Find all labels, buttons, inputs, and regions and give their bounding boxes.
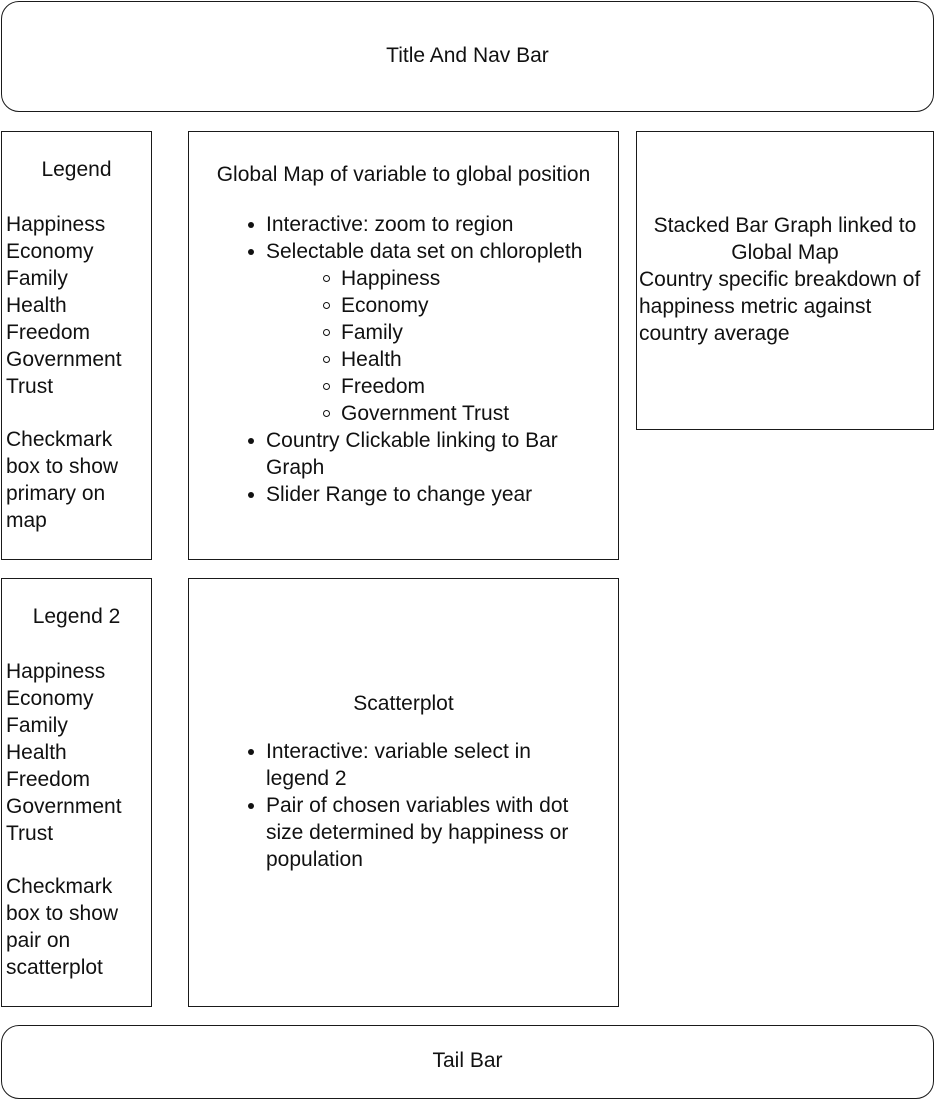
global-map-title: Global Map of variable to global positio… xyxy=(216,163,591,186)
title-nav-bar: Title And Nav Bar xyxy=(1,1,934,112)
global-map-panel: Global Map of variable to global positio… xyxy=(188,131,619,560)
legend-panel: Legend Happiness Economy Family Health F… xyxy=(1,131,152,560)
tail-bar: Tail Bar xyxy=(1,1025,934,1099)
legend-2-panel: Legend 2 Happiness Economy Family Health… xyxy=(1,578,152,1007)
scatter-feature-text: Pair of chosen variables with dot size d… xyxy=(266,794,569,871)
legend-2-item-freedom: Freedom xyxy=(6,768,91,791)
dataset-item: Happiness xyxy=(266,265,614,292)
legend-2-item-happiness: Happiness xyxy=(6,660,106,683)
map-feature-item: Country Clickable linking to Bar Graph xyxy=(189,427,614,481)
legend-2-item-economy: Economy xyxy=(6,687,94,710)
dataset-item: Economy xyxy=(266,292,614,319)
dataset-item: Government Trust xyxy=(266,400,614,427)
scatter-feature-text: Interactive: variable select in legend 2 xyxy=(266,740,531,790)
legend-2-variable-list: Happiness Economy Family Health Freedom … xyxy=(6,658,151,847)
map-feature-text: Slider Range to change year xyxy=(266,483,533,506)
hollow-bullet-icon xyxy=(323,410,330,417)
map-feature-item: Slider Range to change year xyxy=(189,481,614,508)
stacked-bar-graph-title: Stacked Bar Graph linked to Global Map xyxy=(653,214,917,264)
global-map-feature-list: Interactive: zoom to region Selectable d… xyxy=(189,211,614,508)
tail-bar-label: Tail Bar xyxy=(432,1049,503,1072)
legend-item-freedom: Freedom xyxy=(6,321,91,344)
scatterplot-title: Scatterplot xyxy=(353,692,454,715)
dataset-item: Freedom xyxy=(266,373,614,400)
legend-2-note: Checkmark box to show pair on scatterplo… xyxy=(6,875,119,979)
bullet-icon xyxy=(248,249,254,255)
map-feature-item: Selectable data set on chloropleth Happi… xyxy=(189,238,614,427)
map-feature-item: Interactive: zoom to region xyxy=(189,211,614,238)
dataset-label: Economy xyxy=(341,294,429,317)
hollow-bullet-icon xyxy=(323,329,330,336)
bullet-icon xyxy=(248,222,254,228)
hollow-bullet-icon xyxy=(323,302,330,309)
scatter-feature-item: Interactive: variable select in legend 2 xyxy=(189,738,599,792)
map-feature-text: Selectable data set on chloropleth xyxy=(266,240,583,263)
legend-item-health: Health xyxy=(6,294,67,317)
legend-note: Checkmark box to show primary on map xyxy=(6,428,119,532)
dataset-item: Health xyxy=(266,346,614,373)
hollow-bullet-icon xyxy=(323,356,330,363)
legend-2-title: Legend 2 xyxy=(32,605,121,628)
dataset-label: Freedom xyxy=(341,375,426,398)
stacked-bar-graph-description: Country specific breakdown of happiness … xyxy=(639,268,921,345)
legend-variable-list: Happiness Economy Family Health Freedom … xyxy=(6,211,151,400)
hollow-bullet-icon xyxy=(323,275,330,282)
scatterplot-panel: Scatterplot Interactive: variable select… xyxy=(188,578,619,1007)
legend-item-happiness: Happiness xyxy=(6,213,106,236)
legend-2-item-government-trust: Government Trust xyxy=(6,795,122,845)
stacked-bar-graph-panel: Stacked Bar Graph linked to Global Map C… xyxy=(636,131,934,430)
dataset-label: Family xyxy=(341,321,403,344)
bullet-icon xyxy=(248,492,254,498)
title-nav-bar-label: Title And Nav Bar xyxy=(386,44,549,67)
bullet-icon xyxy=(248,438,254,444)
scatterplot-feature-list: Interactive: variable select in legend 2… xyxy=(189,738,599,873)
hollow-bullet-icon xyxy=(323,383,330,390)
legend-title: Legend xyxy=(41,158,112,181)
dataset-label: Government Trust xyxy=(341,402,510,425)
bullet-icon xyxy=(248,749,254,755)
map-feature-text: Interactive: zoom to region xyxy=(266,213,514,236)
legend-item-family: Family xyxy=(6,267,68,290)
dataset-label: Happiness xyxy=(341,267,441,290)
dataset-label: Health xyxy=(341,348,402,371)
legend-2-item-family: Family xyxy=(6,714,68,737)
scatter-feature-item: Pair of chosen variables with dot size d… xyxy=(189,792,599,873)
map-feature-text: Country Clickable linking to Bar Graph xyxy=(266,429,558,479)
chloropleth-dataset-list: Happiness Economy Family Health Freedom … xyxy=(266,265,614,427)
legend-item-government-trust: Government Trust xyxy=(6,348,122,398)
dataset-item: Family xyxy=(266,319,614,346)
legend-2-item-health: Health xyxy=(6,741,67,764)
legend-item-economy: Economy xyxy=(6,240,94,263)
bullet-icon xyxy=(248,803,254,809)
